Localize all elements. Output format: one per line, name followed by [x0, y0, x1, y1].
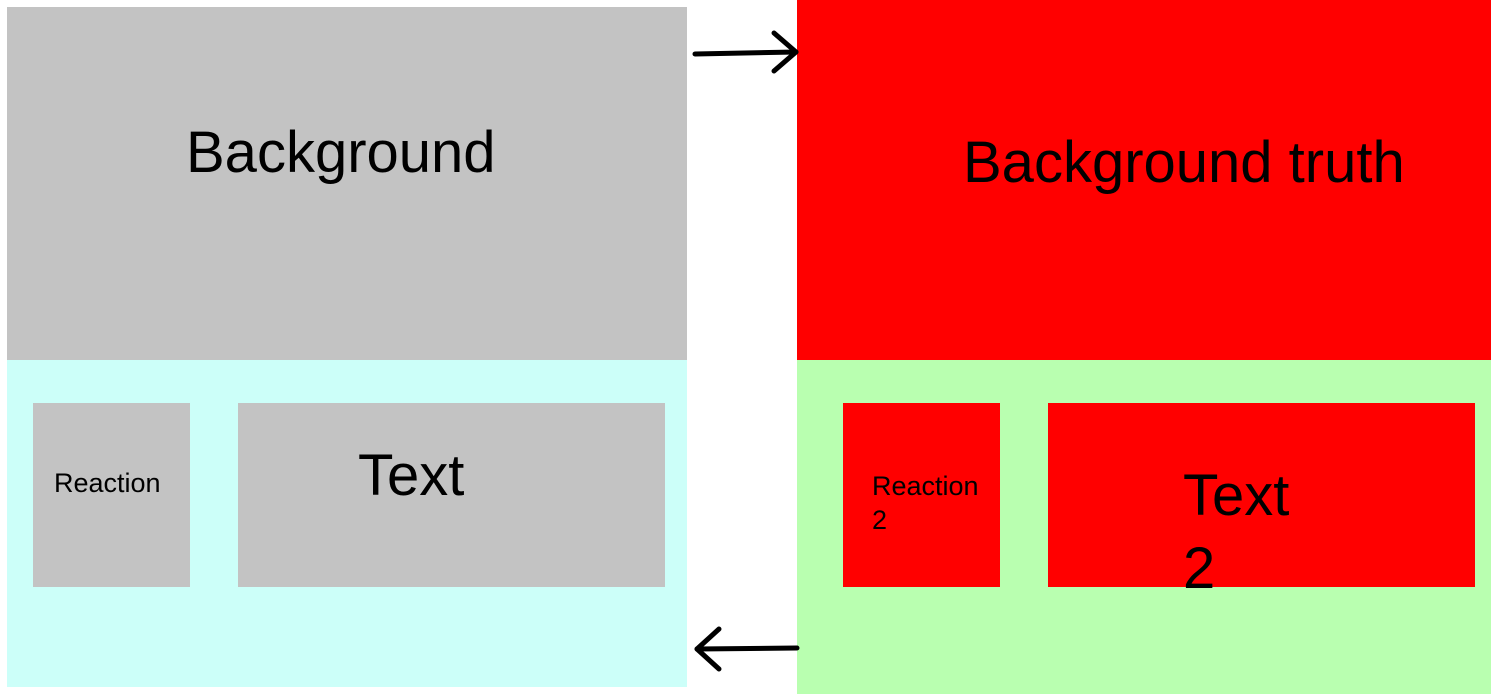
- left-background-panel: [7, 7, 687, 360]
- left-reaction-box: [33, 403, 190, 587]
- right-reaction-label: Reaction 2: [872, 471, 979, 535]
- right-background-panel: [797, 0, 1491, 360]
- arrow-right-head: [771, 30, 799, 74]
- arrow-left-icon: [694, 626, 800, 672]
- arrow-right-shaft: [692, 49, 799, 57]
- arrow-left-head: [694, 626, 722, 672]
- left-background-label: Background: [186, 120, 496, 185]
- left-text-box: [238, 403, 665, 587]
- right-text-label: Text 2: [1183, 463, 1290, 601]
- arrow-right-icon: [692, 30, 799, 74]
- right-reaction-box: [843, 403, 1000, 587]
- right-background-label: Background truth: [963, 130, 1405, 195]
- right-text-box: [1048, 403, 1475, 587]
- left-reaction-label: Reaction: [54, 468, 161, 498]
- arrow-left-shaft: [694, 645, 800, 652]
- left-text-label: Text: [358, 443, 465, 508]
